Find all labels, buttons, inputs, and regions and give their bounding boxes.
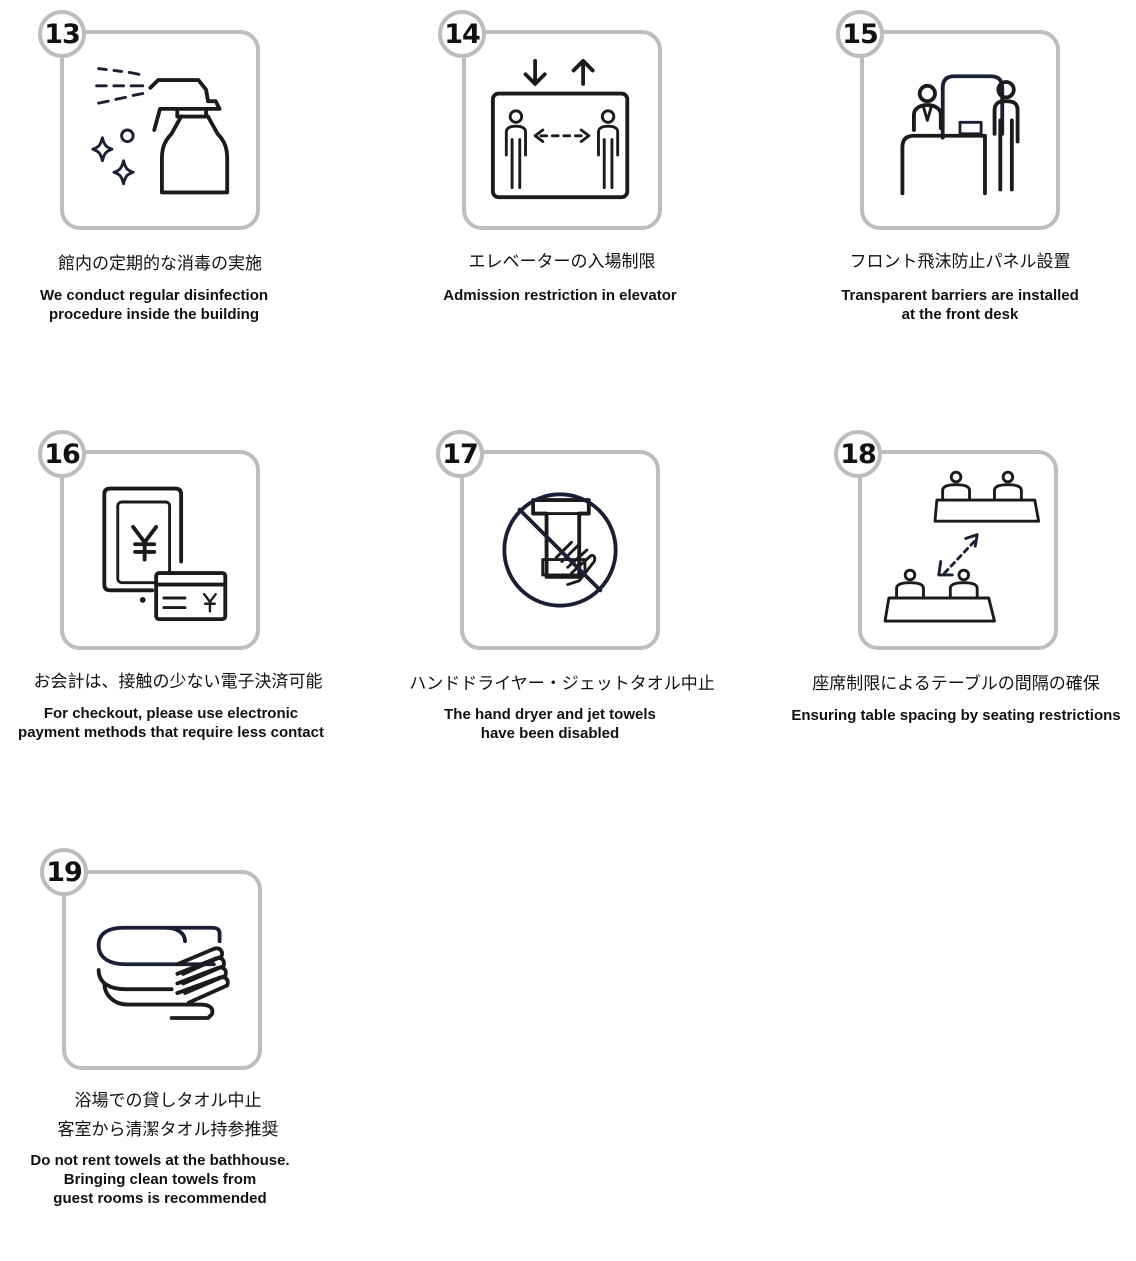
item-number-badge: 13: [38, 10, 86, 58]
desc-en-line: The hand dryer and jet towels: [444, 706, 656, 723]
icon-frame: [462, 30, 662, 230]
front-desk-barrier-icon: [900, 74, 1020, 196]
title-jp-line: フロント飛沫防止パネル設置: [849, 252, 1071, 272]
item-number-badge: 19: [40, 848, 88, 896]
measure-item-15: 15 フロント飛沫防止パネル設置 Transparent barriers ar…: [780, 0, 1136, 380]
measure-item-19: 19 浴場での貸しタオル中止 客室から清潔タオル持参推奨 Do not rent…: [0, 840, 360, 1220]
desc-en-line: Bringing clean towels from: [63, 1171, 257, 1188]
title-jp-line: 客室から清潔タオル持参推奨: [57, 1120, 279, 1140]
no-hand-dryer-icon: [502, 492, 618, 608]
title-jp-line: お会計は、接触の少ない電子決済可能: [33, 672, 323, 692]
measure-item-17: 17 ハンドドライヤー・ジェットタオル中止 The hand dryer and…: [384, 420, 744, 800]
desc-en-line: have been disabled: [480, 725, 620, 742]
title-jp-line: 座席制限によるテーブルの間隔の確保: [812, 674, 1100, 694]
desc-en-line: payment methods that require less contac…: [18, 724, 324, 741]
measure-item-13: 13 館内の定期的な消毒の実施 We conduct regular disin…: [0, 0, 360, 380]
icon-frame: [460, 450, 660, 650]
item-number-badge: 17: [436, 430, 484, 478]
spray-bottle-icon: [91, 67, 230, 195]
title-jp-line: ハンドドライヤー・ジェットタオル中止: [409, 674, 715, 694]
electronic-payment-icon: [102, 486, 228, 622]
icon-frame: [60, 30, 260, 230]
desc-en-line: For checkout, please use electronic: [43, 705, 299, 722]
item-number-badge: 16: [38, 430, 86, 478]
desc-en-line: We conduct regular disinfection: [39, 287, 269, 304]
title-jp-line: 浴場での貸しタオル中止: [74, 1091, 262, 1111]
desc-en-line: Do not rent towels at the bathhouse.: [30, 1152, 290, 1169]
desc-en-line: at the front desk: [901, 306, 1019, 323]
table-spacing-icon: [883, 470, 1041, 623]
folded-towels-icon: [96, 925, 230, 1020]
desc-en-line: guest rooms is recommended: [53, 1190, 267, 1207]
measure-item-14: 14 エレベーターの入場制限 Admission restriction in …: [384, 0, 744, 380]
measure-item-18: 18 座席制限によるテーブルの間隔の確保 Ensuring table spac…: [776, 420, 1136, 800]
title-jp-line: 館内の定期的な消毒の実施: [58, 254, 262, 274]
title-jp-line: エレベーターの入場制限: [468, 252, 656, 272]
measure-item-16: 16 お会計は、接触の少ない電子決済可能 For checkout, pleas…: [0, 420, 360, 800]
desc-en-line: Transparent barriers are installed: [841, 287, 1079, 304]
desc-en-line: Admission restriction in elevator: [443, 287, 677, 304]
desc-en-line: Ensuring table spacing by seating restri…: [791, 707, 1121, 724]
icon-frame: [858, 450, 1058, 650]
item-number-badge: 14: [438, 10, 486, 58]
icon-frame: [62, 870, 262, 1070]
icon-frame: [60, 450, 260, 650]
desc-en-line: procedure inside the building: [48, 306, 259, 323]
item-number-badge: 15: [836, 10, 884, 58]
icon-frame: [860, 30, 1060, 230]
elevator-distance-icon: [490, 58, 630, 200]
item-number-badge: 18: [834, 430, 882, 478]
